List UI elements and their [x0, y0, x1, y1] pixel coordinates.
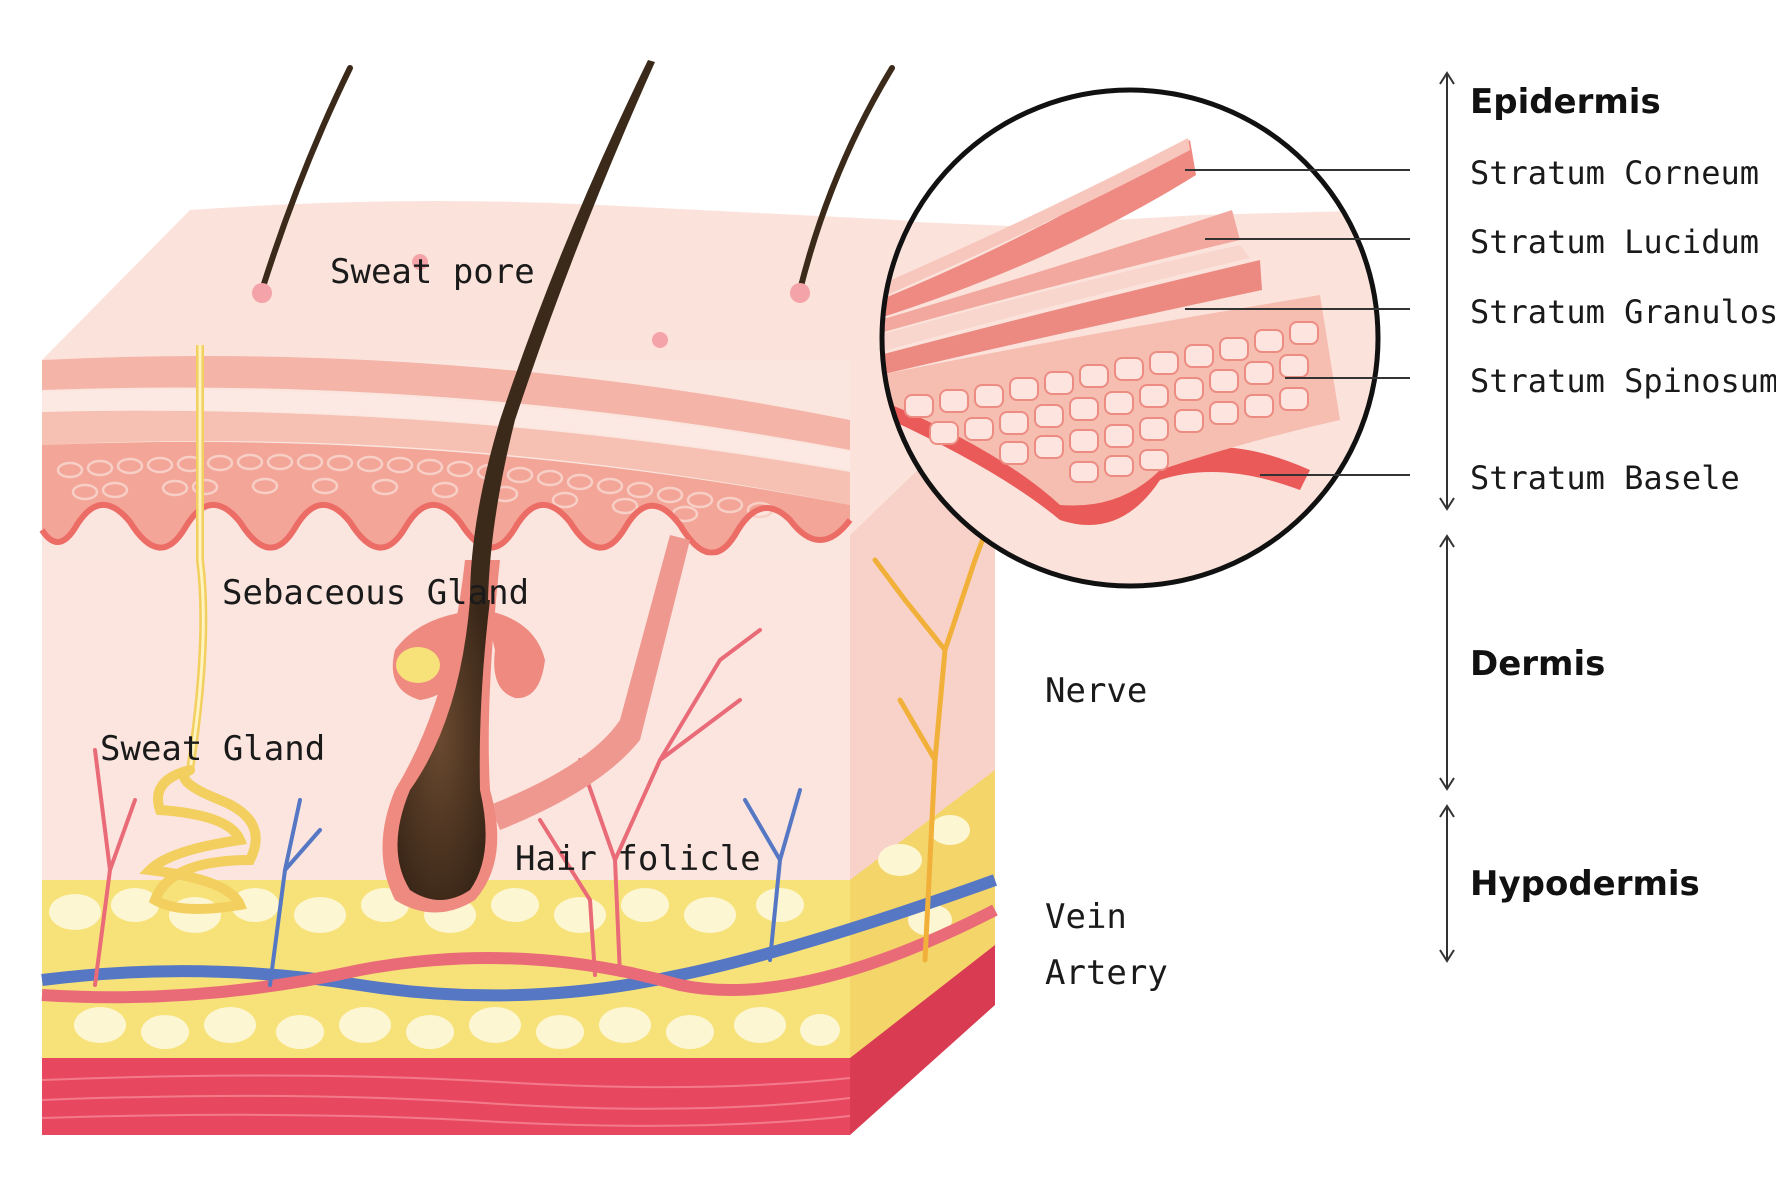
muscle-side [850, 945, 995, 1135]
label-sebaceous-gland: Sebaceous Gland [222, 573, 529, 613]
skin-block [39, 60, 998, 1135]
zoom-stratum-lucidum [882, 245, 1250, 352]
sweat-gland-coil [139, 765, 261, 914]
label-artery: Artery [1045, 953, 1168, 993]
label-sweat-pore: Sweat pore [330, 252, 535, 292]
label-stratum-basale: Stratum Basele [1470, 459, 1740, 497]
epidermis-band-light [42, 389, 850, 470]
hair-shaft-left [259, 65, 353, 293]
epidermis-band-mid [42, 410, 850, 505]
zoom-stratum-basale [882, 395, 1310, 525]
vein-vessel [41, 874, 998, 1002]
zoom-stratum-granulosum [882, 260, 1262, 375]
label-dermis: Dermis [1470, 644, 1605, 684]
label-stratum-corneum: Stratum Corneum [1470, 154, 1759, 192]
label-hypodermis: Hypodermis [1470, 864, 1700, 904]
capillaries [93, 628, 802, 987]
label-vein: Vein [1045, 897, 1127, 937]
artery-vessel [41, 904, 998, 1004]
label-sweat-gland: Sweat Gland [100, 729, 325, 769]
basal-membrane-line [39, 502, 853, 556]
zoom-spinosum-cells [904, 321, 1319, 483]
epidermis-band-outer [42, 356, 850, 450]
sweat-pores [252, 254, 810, 348]
epidermis-cells [56, 453, 774, 523]
hair-shaft-central [470, 60, 655, 600]
epidermis-zoom-callout [879, 87, 1410, 589]
label-stratum-granulosum: Stratum Granulosun [1470, 293, 1776, 331]
layer-brackets [1439, 71, 1455, 963]
label-hair-follicle: Hair folicle [515, 839, 761, 879]
muscle-fibers [41, 1074, 851, 1127]
nerve-fiber [872, 517, 993, 963]
hair-bulb [397, 600, 490, 900]
strata-leader-lines [1185, 169, 1410, 476]
label-nerve: Nerve [1045, 671, 1147, 711]
label-epidermis: Epidermis [1470, 82, 1661, 122]
zoom-circle-outline [879, 87, 1381, 589]
label-stratum-lucidum: Stratum Lucidum [1470, 223, 1759, 261]
arrector-pili-muscle [490, 535, 690, 830]
hair-shaft-right [797, 65, 895, 293]
label-stratum-spinosum: Stratum Spinosum [1470, 362, 1776, 400]
